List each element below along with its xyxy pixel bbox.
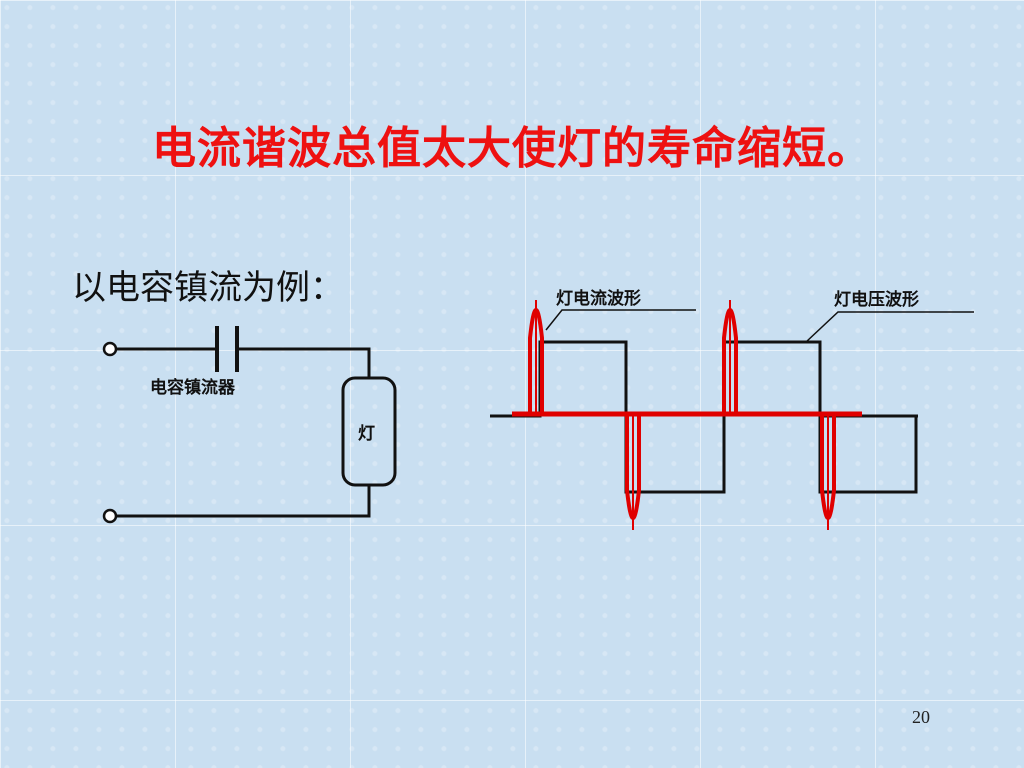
voltage-waveform-label: 灯电压波形 xyxy=(834,289,919,310)
intro-text: 以电容镇流为例： xyxy=(72,268,344,308)
bottom-wire xyxy=(116,485,371,518)
voltage-label-leader xyxy=(805,311,974,343)
waveform-plot: 灯电流波形 灯电压波形 xyxy=(490,288,974,530)
lamp-label: 灯 xyxy=(358,424,375,444)
ballast-circuit: 电容镇流器 灯 xyxy=(102,326,397,524)
page-number: 20 xyxy=(912,707,930,727)
top-wire-right xyxy=(239,347,371,378)
current-waveform-label: 灯电流波形 xyxy=(556,288,641,309)
slide-title: 电流谐波总值太大使灯的寿命缩短。 xyxy=(152,123,872,174)
capacitor-label: 电容镇流器 xyxy=(150,377,236,398)
lamp-voltage-waveform xyxy=(490,340,918,494)
current-label-leader xyxy=(545,309,696,331)
bottom-terminal xyxy=(102,508,118,524)
top-terminal xyxy=(102,341,118,357)
